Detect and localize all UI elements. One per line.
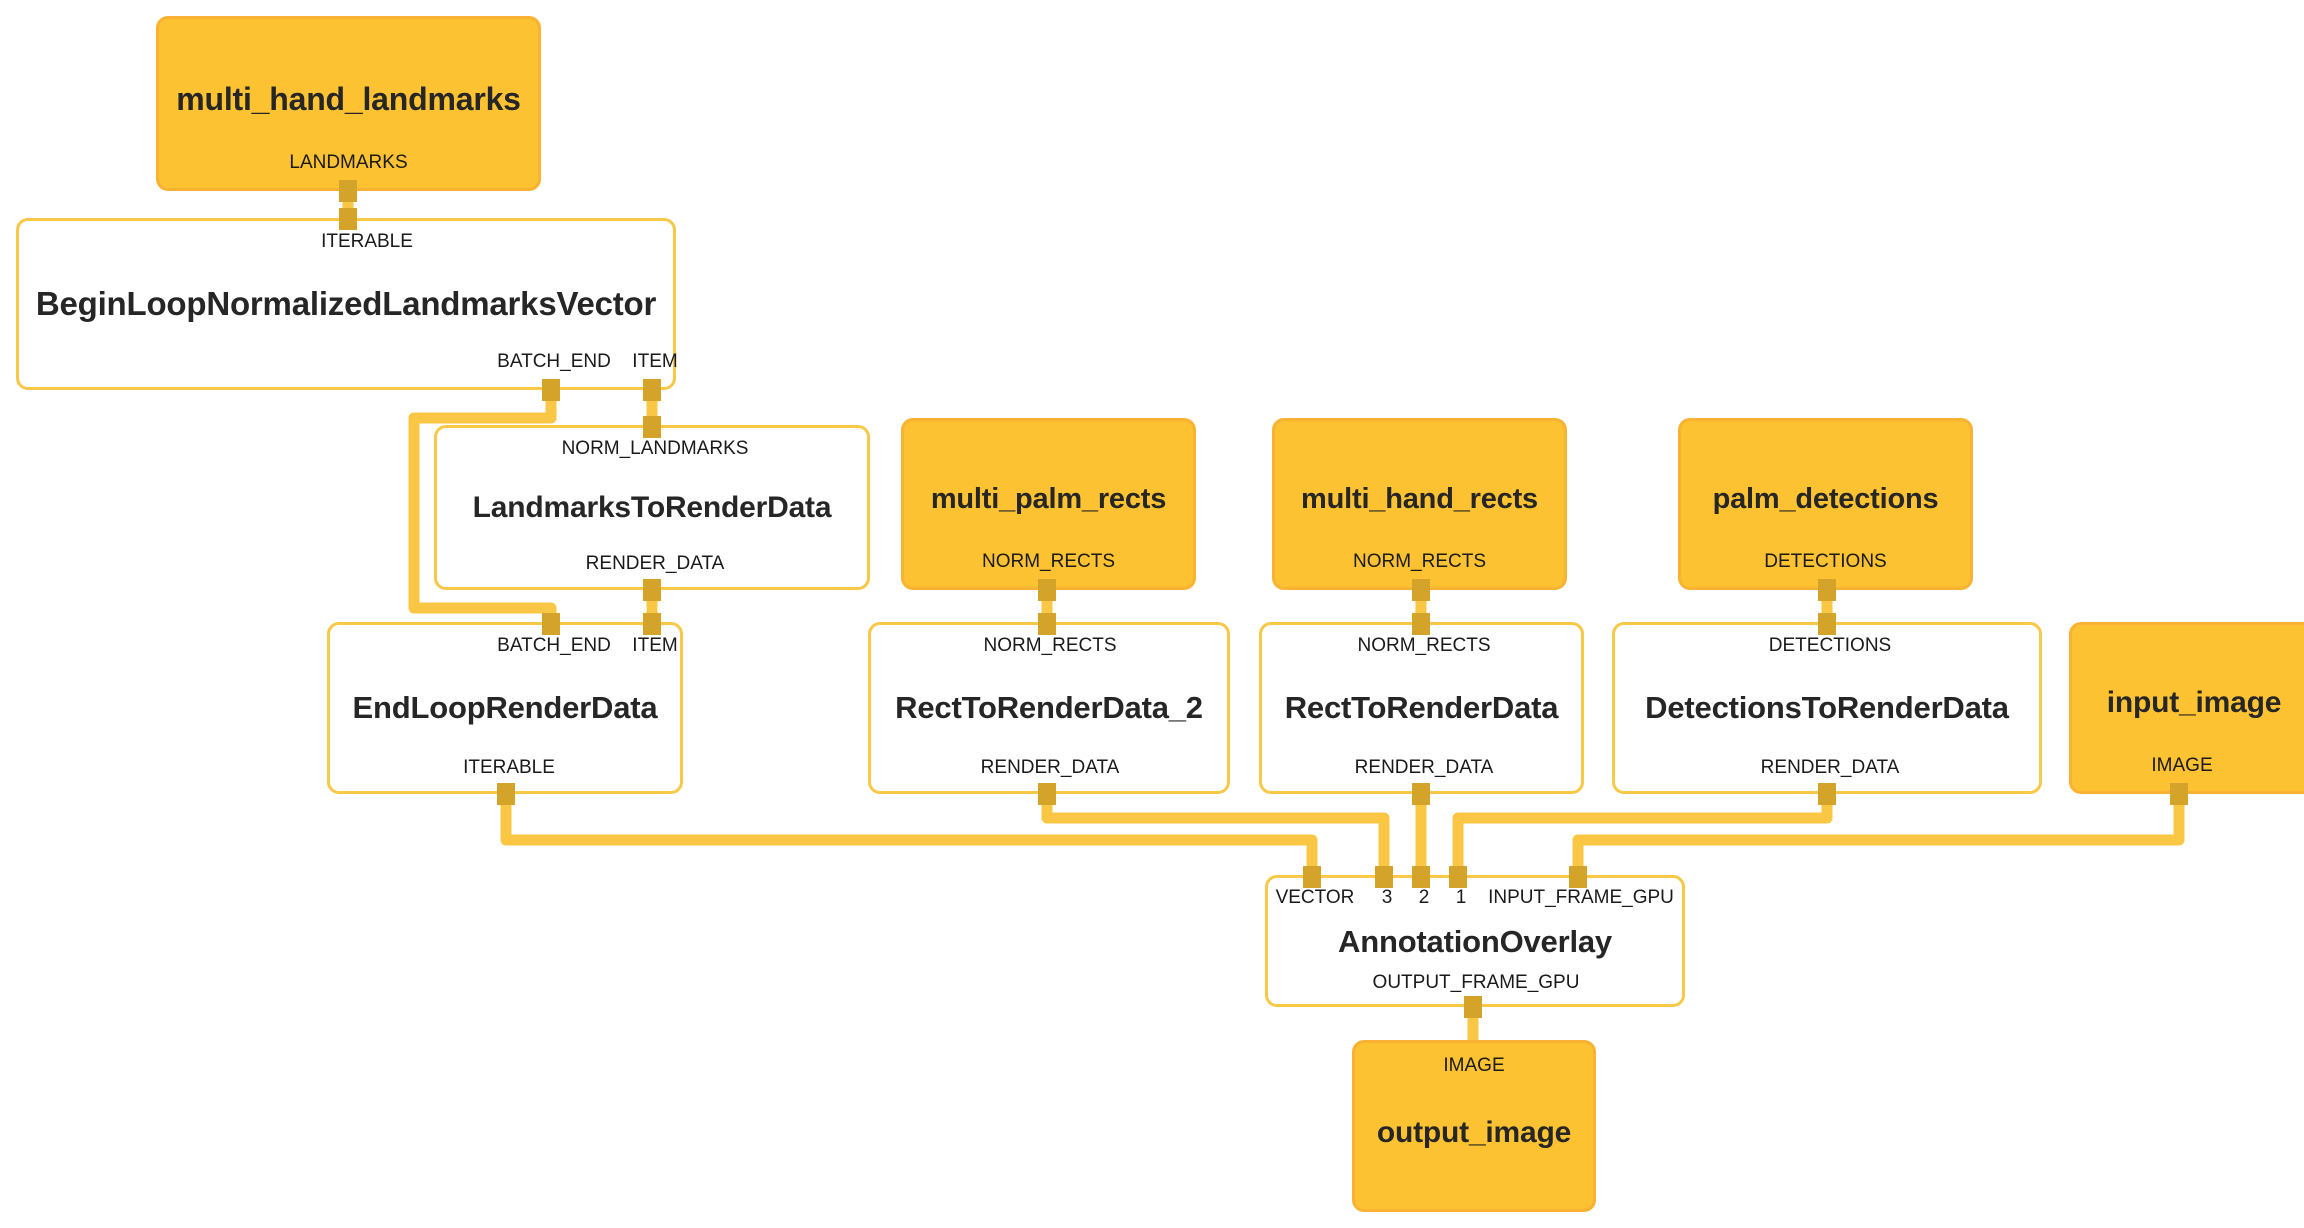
port-label-norm-rects-out: NORM_RECTS <box>981 551 1116 572</box>
port-annotation-overlay-2[interactable] <box>1412 866 1430 888</box>
port-label-render-data-out: RENDER_DATA <box>585 553 725 574</box>
node-title: multi_hand_landmarks <box>176 81 521 117</box>
node-multi-hand-rects[interactable]: multi_hand_rects NORM_RECTS <box>1272 418 1567 590</box>
edge-dtrd-to-port1 <box>1452 795 1833 868</box>
node-title: input_image <box>2106 686 2282 719</box>
port-rtrd-in[interactable] <box>1412 613 1430 635</box>
node-multi-hand-landmarks[interactable]: multi_hand_landmarks LANDMARKS <box>156 16 541 191</box>
port-label-render-data-out: RENDER_DATA <box>980 757 1120 778</box>
node-output-image[interactable]: IMAGE output_image <box>1352 1040 1596 1212</box>
port-dtrd-in[interactable] <box>1818 613 1836 635</box>
port-label-2-in: 2 <box>1418 887 1430 908</box>
node-title: LandmarksToRenderData <box>472 490 832 524</box>
edge-iterable-to-vector <box>500 795 1318 868</box>
edge-rtrd2-to-port3 <box>1041 795 1390 868</box>
node-palm-detections[interactable]: palm_detections DETECTIONS <box>1678 418 1973 590</box>
port-begin-loop-iterable[interactable] <box>339 208 357 230</box>
port-label-norm-rects-in: NORM_RECTS <box>1357 635 1491 656</box>
port-multi-hand-landmarks-landmarks[interactable] <box>339 180 357 202</box>
node-title: AnnotationOverlay <box>1338 924 1612 959</box>
port-label-batch-end-in: BATCH_END <box>497 635 611 656</box>
node-begin-loop-normalized-landmarks-vector[interactable]: BeginLoopNormalizedLandmarksVector ITERA… <box>16 218 678 390</box>
node-title: output_image <box>1376 1116 1572 1149</box>
port-begin-loop-batch-end[interactable] <box>542 379 560 401</box>
node-title: EndLoopRenderData <box>352 690 658 725</box>
port-label-3-in: 3 <box>1381 887 1393 908</box>
port-multi-hand-rects-out[interactable] <box>1412 579 1430 601</box>
port-label-norm-rects-out: NORM_RECTS <box>1352 551 1487 572</box>
port-label-input-frame-gpu-in: INPUT_FRAME_GPU <box>1488 887 1674 908</box>
node-title: RectToRenderData_2 <box>895 690 1203 725</box>
port-label-1-in: 1 <box>1455 887 1467 908</box>
port-label-iterable-out: ITERABLE <box>463 757 555 778</box>
port-rtrd2-out[interactable] <box>1038 783 1056 805</box>
port-label-render-data-out: RENDER_DATA <box>1354 757 1494 778</box>
port-palm-detections-out[interactable] <box>1818 579 1836 601</box>
node-rect-to-render-data[interactable]: RectToRenderData NORM_RECTS RENDER_DATA <box>1259 622 1584 794</box>
node-title: DetectionsToRenderData <box>1645 690 2009 725</box>
port-end-loop-batch-end[interactable] <box>542 613 560 635</box>
node-title: RectToRenderData <box>1284 690 1559 725</box>
port-label-output-frame-gpu-out: OUTPUT_FRAME_GPU <box>1372 972 1580 993</box>
port-annotation-overlay-1[interactable] <box>1449 866 1467 888</box>
port-annotation-overlay-3[interactable] <box>1375 866 1393 888</box>
port-label-batch-end-out: BATCH_END <box>497 351 611 372</box>
port-multi-palm-rects-out[interactable] <box>1038 579 1056 601</box>
port-landmarks-to-render-data-in[interactable] <box>643 416 661 438</box>
port-input-image-out[interactable] <box>2170 783 2188 805</box>
port-annotation-overlay-vector[interactable] <box>1303 866 1321 888</box>
port-label-vector-in: VECTOR <box>1275 887 1355 908</box>
port-end-loop-item[interactable] <box>643 613 661 635</box>
port-label-detections-in: DETECTIONS <box>1768 635 1892 656</box>
node-input-image[interactable]: input_image IMAGE <box>2069 622 2304 794</box>
port-begin-loop-item[interactable] <box>643 379 661 401</box>
port-label-norm-rects-in: NORM_RECTS <box>983 635 1117 656</box>
port-dtrd-out[interactable] <box>1818 783 1836 805</box>
port-rtrd-out[interactable] <box>1412 783 1430 805</box>
port-label-iterable-in: ITERABLE <box>321 231 413 252</box>
port-label-landmarks-out: LANDMARKS <box>289 152 408 173</box>
node-rect-to-render-data-2[interactable]: RectToRenderData_2 NORM_RECTS RENDER_DAT… <box>868 622 1230 794</box>
port-label-norm-landmarks-in: NORM_LANDMARKS <box>561 438 749 459</box>
node-title: palm_detections <box>1712 482 1939 515</box>
edge-inputimage-to-frame <box>1572 795 2185 868</box>
node-end-loop-render-data[interactable]: EndLoopRenderData BATCH_END ITEM ITERABL… <box>327 622 683 794</box>
port-landmarks-to-render-data-out[interactable] <box>643 579 661 601</box>
port-label-detections-out: DETECTIONS <box>1764 551 1887 572</box>
node-title: multi_palm_rects <box>930 482 1167 515</box>
port-label-item-in: ITEM <box>632 635 678 656</box>
port-label-render-data-out: RENDER_DATA <box>1760 757 1900 778</box>
node-multi-palm-rects[interactable]: multi_palm_rects NORM_RECTS <box>901 418 1196 590</box>
port-rtrd2-in[interactable] <box>1038 613 1056 635</box>
port-label-image-in: IMAGE <box>1443 1055 1505 1076</box>
port-end-loop-iterable[interactable] <box>497 783 515 805</box>
node-annotation-overlay[interactable]: AnnotationOverlay VECTOR 3 2 1 INPUT_FRA… <box>1265 875 1685 1007</box>
port-label-item-out: ITEM <box>632 351 678 372</box>
node-title: multi_hand_rects <box>1301 482 1538 515</box>
node-title: BeginLoopNormalizedLandmarksVector <box>35 285 657 322</box>
port-annotation-overlay-input-frame-gpu[interactable] <box>1569 866 1587 888</box>
node-landmarks-to-render-data[interactable]: LandmarksToRenderData NORM_LANDMARKS REN… <box>434 425 870 590</box>
port-annotation-overlay-output-frame-gpu[interactable] <box>1464 996 1482 1018</box>
node-detections-to-render-data[interactable]: DetectionsToRenderData DETECTIONS RENDER… <box>1612 622 2042 794</box>
port-label-image-out: IMAGE <box>2151 755 2213 776</box>
